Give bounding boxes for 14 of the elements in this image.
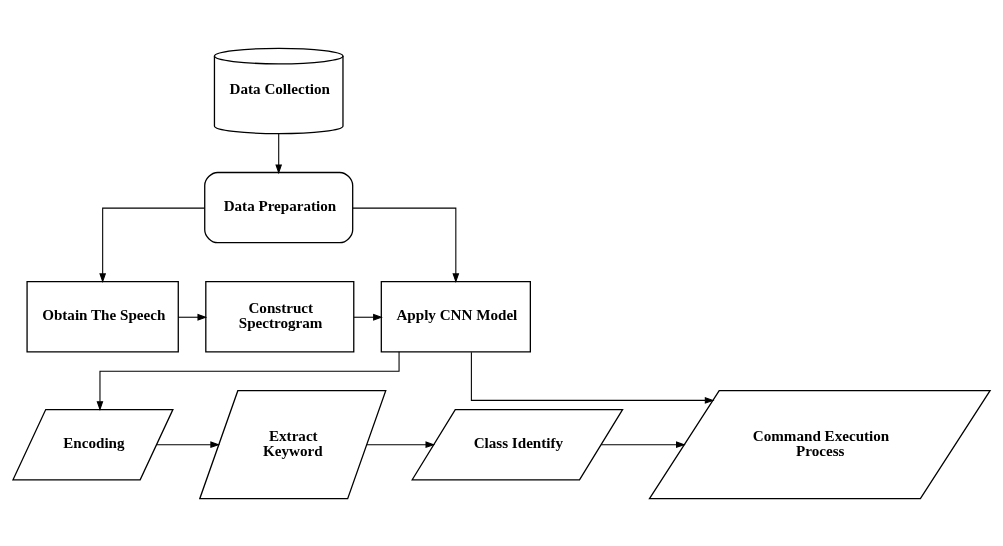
node-box: Obtain The Speech (26, 280, 179, 352)
arrow (99, 207, 206, 283)
arrow (352, 207, 460, 283)
arrow (275, 132, 283, 174)
node-box: Apply CNN Model (380, 280, 531, 352)
node-box: Data Preparation (204, 171, 354, 243)
arrow (353, 313, 383, 321)
arrow (600, 440, 686, 448)
arrow (156, 440, 221, 448)
node-box: Construct Spectrogram (205, 280, 355, 352)
arrow (470, 351, 715, 404)
arrow (366, 440, 436, 448)
arrow (96, 350, 400, 411)
arrow (177, 313, 208, 321)
